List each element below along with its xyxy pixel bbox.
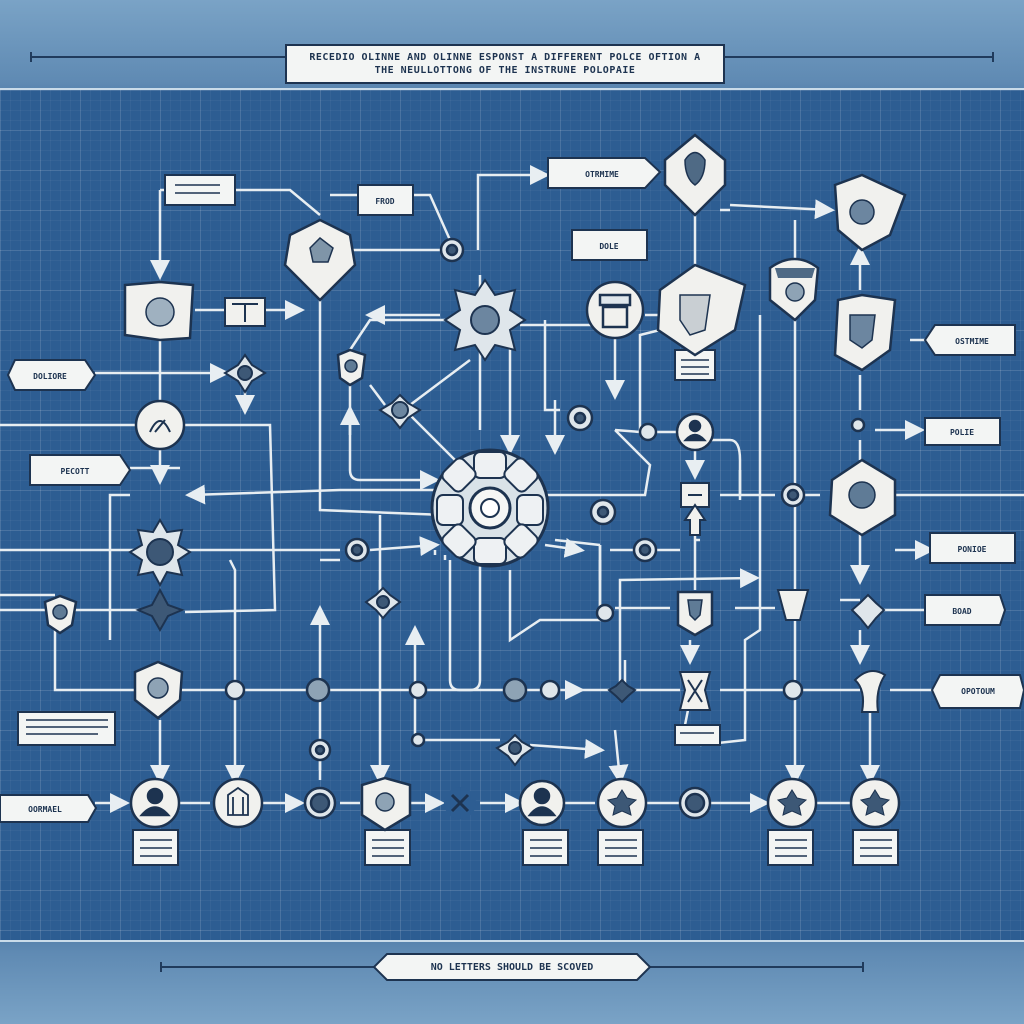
label-right-5: OPOTOUM (961, 687, 995, 696)
label-left-2: PECOTT (61, 467, 90, 476)
footer-banner-shape (372, 953, 652, 981)
label-right-1: OSTMIME (955, 337, 989, 346)
document-boxes (17, 174, 899, 866)
label-right-3: PONIOE (958, 545, 987, 554)
star-nodes (128, 278, 886, 767)
label-right-4: BOAD (952, 607, 971, 616)
officer-badge (768, 257, 820, 621)
title-line-2: THE NEULLOTTONG OF THE INSTRUNE POLOPAIE (374, 65, 636, 76)
title-line-1: RECEDIO OLINNE AND OLINNE ESPONST A DIFF… (309, 52, 701, 63)
label-mid-right: DOLE (599, 242, 618, 251)
label-top-right: OTRMIME (585, 170, 619, 179)
footer-banner: NO LETTERS SHOULD BE SCOVED (372, 952, 652, 982)
square-icons (224, 297, 887, 713)
label-left-4: OORMAEL (28, 805, 62, 814)
shield-emblems (52, 151, 876, 812)
footer-text: NO LETTERS SHOULD BE SCOVED (430, 961, 594, 973)
circle-nodes (129, 237, 901, 829)
central-hub (430, 448, 550, 568)
label-top-mid: FROD (375, 197, 394, 206)
label-right-2: POLIE (950, 428, 974, 437)
document-lines (26, 184, 892, 857)
label-left-1: DOLIORE (33, 372, 67, 381)
label-tags (0, 157, 1024, 823)
diagram-title: RECEDIO OLINNE AND OLINNE ESPONST A DIFF… (285, 44, 725, 84)
